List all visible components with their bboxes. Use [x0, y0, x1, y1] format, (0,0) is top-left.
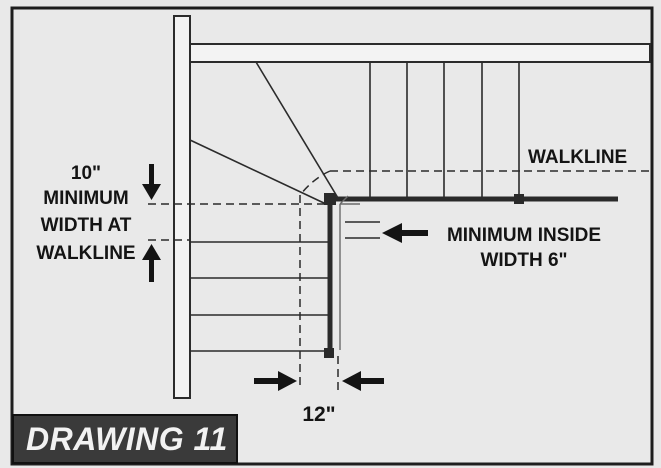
arrow-left-icon: [382, 223, 428, 243]
left-wall: [173, 15, 191, 399]
winder-treads: [189, 61, 339, 205]
top-wall: [189, 43, 651, 63]
min-inside-label-line2: WIDTH 6": [480, 250, 567, 271]
outer-frame: [10, 6, 654, 466]
walkline-path: [148, 170, 650, 390]
arrow-up-icon: [142, 244, 161, 282]
bottom-dim-label: 12": [302, 403, 335, 426]
min-width-label-line3: WIDTH AT: [41, 215, 132, 236]
arrow-right-icon: [254, 371, 297, 391]
walkline-label: WALKLINE: [528, 147, 627, 168]
inside-width-marks: [345, 221, 380, 239]
min-width-label-line2: MINIMUM: [43, 188, 128, 209]
min-width-label-line1: 10": [71, 163, 101, 184]
newel-post-corner: [324, 193, 336, 205]
newel-post-bottom: [324, 348, 334, 358]
arrow-down-icon: [142, 164, 161, 200]
winder-line-lower: [189, 139, 327, 205]
lower-treads: [190, 241, 330, 352]
winder-line-upper: [255, 61, 339, 199]
arrow-left-icon: [342, 371, 384, 391]
min-width-label-line4: WALKLINE: [36, 243, 135, 264]
handrail: [324, 193, 618, 358]
newel-post-right: [514, 194, 524, 204]
balusters: [369, 62, 520, 198]
drawing-title: DRAWING 11: [26, 420, 228, 457]
min-inside-label-line1: MINIMUM INSIDE: [447, 225, 601, 246]
drawing-badge: DRAWING 11: [12, 414, 238, 464]
